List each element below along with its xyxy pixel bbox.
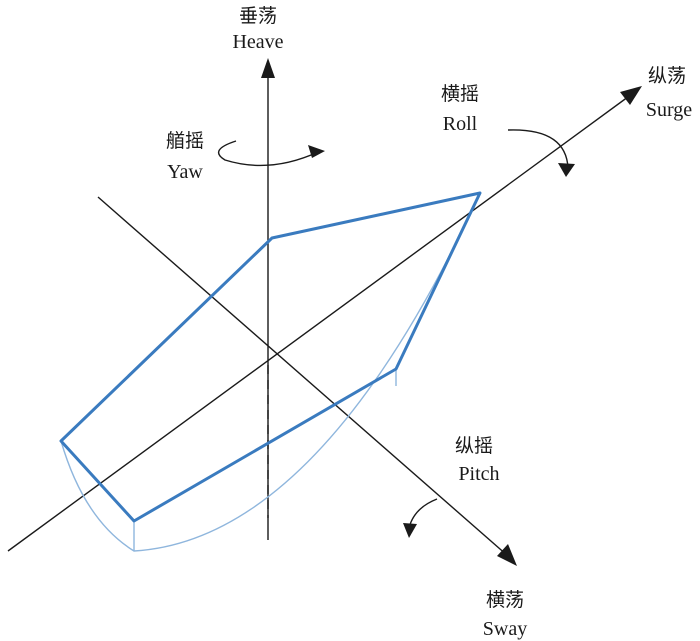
sway-label-cn: 横荡: [486, 589, 524, 611]
heave-label-en: Heave: [232, 31, 283, 53]
pitch-arrowhead: [403, 523, 417, 538]
heave-label-cn: 垂荡: [239, 5, 277, 27]
yaw-label-cn: 艏摇: [166, 130, 204, 152]
yaw-rotation-arrow: [217, 140, 319, 167]
hull-outline: [59, 191, 482, 523]
surge-axis: [7, 93, 633, 552]
sway-label-en: Sway: [483, 618, 527, 640]
surge-label-cn: 纵荡: [648, 65, 686, 87]
yaw-label-en: Yaw: [167, 161, 203, 183]
pitch-label-cn: 纵摇: [455, 435, 493, 457]
roll-arrowhead: [558, 163, 575, 177]
sway-axis: [97, 196, 509, 557]
surge-label-en: Surge: [646, 99, 692, 121]
sway-arrowhead: [497, 544, 517, 566]
surge-arrowhead: [620, 86, 642, 105]
yaw-arrowhead: [308, 145, 325, 158]
roll-label-en: Roll: [443, 113, 478, 135]
pitch-rotation-arrow: [408, 498, 438, 529]
pitch-label-en: Pitch: [458, 463, 499, 485]
hull-underside-curve: [60, 192, 481, 552]
roll-rotation-arrow: [507, 129, 569, 169]
roll-label-cn: 横摇: [441, 83, 479, 105]
heave-arrowhead: [261, 58, 275, 78]
